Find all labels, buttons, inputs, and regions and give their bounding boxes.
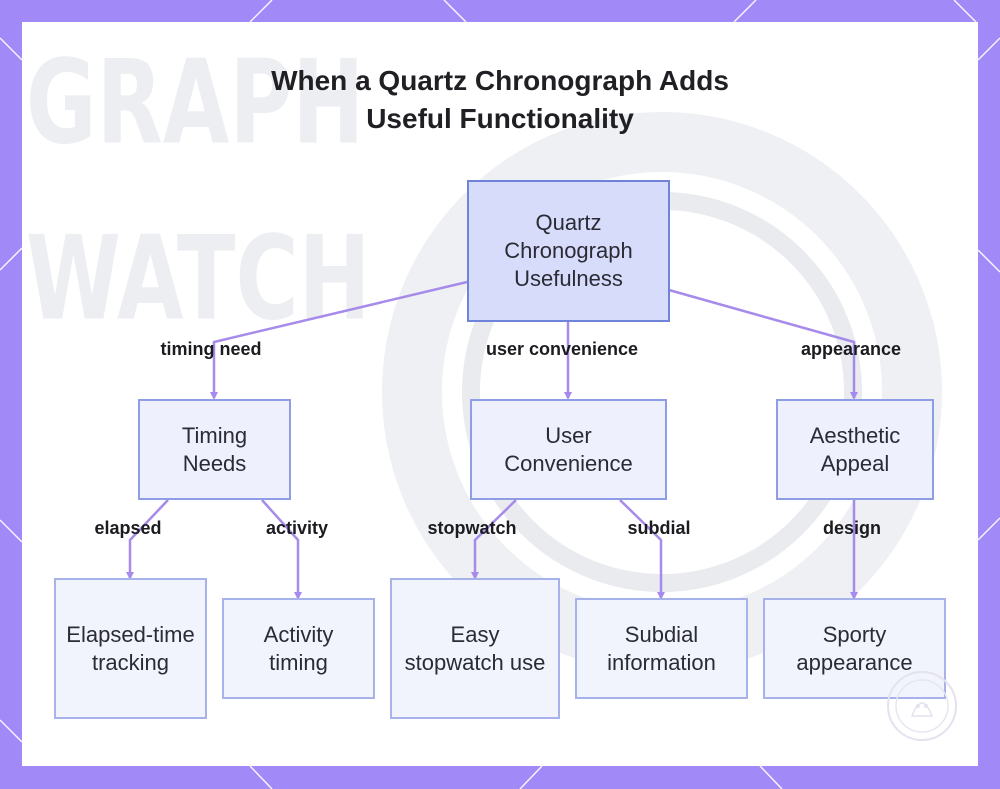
node-root: Quartz Chronograph Usefulness — [467, 180, 670, 322]
node-aesthetic-appeal: Aesthetic Appeal — [776, 399, 934, 500]
node-elapsed-time: Elapsed-time tracking — [54, 578, 207, 719]
node-timing-needs: Timing Needs — [138, 399, 291, 500]
title-line-2: Useful Functionality — [366, 103, 634, 134]
watermark-seal-icon — [887, 671, 957, 741]
diagram-title: When a Quartz Chronograph Adds Useful Fu… — [0, 62, 1000, 138]
edge-label-timing-need: timing need — [160, 339, 262, 359]
edge-label-activity: activity — [265, 518, 329, 538]
edge-convenience-stopwatch — [473, 499, 517, 578]
node-user-convenience: User Convenience — [470, 399, 667, 500]
edge-root-timing — [212, 280, 468, 398]
edge-convenience-subdial — [619, 499, 663, 598]
edge-label-stopwatch: stopwatch — [427, 518, 517, 538]
node-easy-stopwatch: Easy stopwatch use — [390, 578, 560, 719]
background-word-watch: WATCH — [26, 212, 371, 347]
title-line-1: When a Quartz Chronograph Adds — [271, 65, 729, 96]
node-activity-timing: Activity timing — [222, 598, 375, 699]
node-sporty-appearance: Sporty appearance — [763, 598, 946, 699]
edge-timing-elapsed — [128, 499, 169, 578]
edge-label-user-convenience: user convenience — [485, 339, 639, 359]
edge-label-subdial: subdial — [627, 518, 691, 538]
node-subdial-information: Subdial information — [575, 598, 748, 699]
edge-label-design: design — [822, 518, 882, 538]
edge-label-appearance: appearance — [800, 339, 902, 359]
edge-label-elapsed: elapsed — [94, 518, 162, 538]
edge-root-appearance — [668, 288, 856, 398]
edge-timing-activity — [261, 499, 300, 598]
background-word-graph: GRAPH — [26, 36, 365, 171]
